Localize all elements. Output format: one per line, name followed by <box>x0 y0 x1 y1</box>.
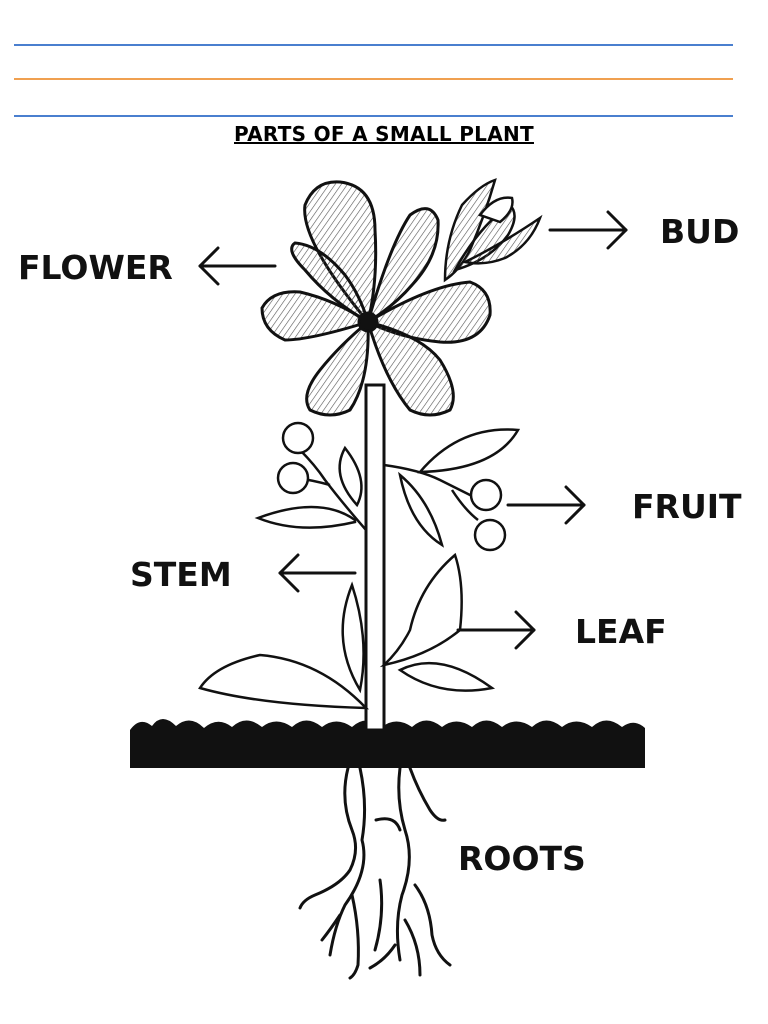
stem-drawing <box>364 383 386 732</box>
leaf-arrow <box>456 610 536 650</box>
bud-drawing <box>443 178 543 283</box>
label-roots: ROOTS <box>458 839 586 878</box>
label-stem: STEM <box>130 555 232 594</box>
ruled-line-bottom <box>14 115 733 117</box>
stem-arrow <box>278 553 357 593</box>
ruled-line-middle <box>14 78 733 80</box>
fruit-arrow <box>506 485 586 525</box>
ruled-line-top <box>14 44 733 46</box>
label-flower: FLOWER <box>18 248 173 287</box>
lower-leaves <box>198 552 496 710</box>
flower-drawing <box>260 180 492 417</box>
page-title: PARTS OF A SMALL PLANT <box>234 122 534 146</box>
label-leaf: LEAF <box>575 612 667 651</box>
left-branch <box>254 421 367 531</box>
arrows <box>198 210 628 650</box>
roots-drawing <box>298 766 452 980</box>
label-fruit: FRUIT <box>632 487 742 526</box>
bud-arrow <box>548 210 628 250</box>
soil <box>130 719 645 768</box>
label-bud: BUD <box>660 212 739 251</box>
flower-arrow <box>198 246 277 286</box>
right-branch <box>383 428 521 552</box>
